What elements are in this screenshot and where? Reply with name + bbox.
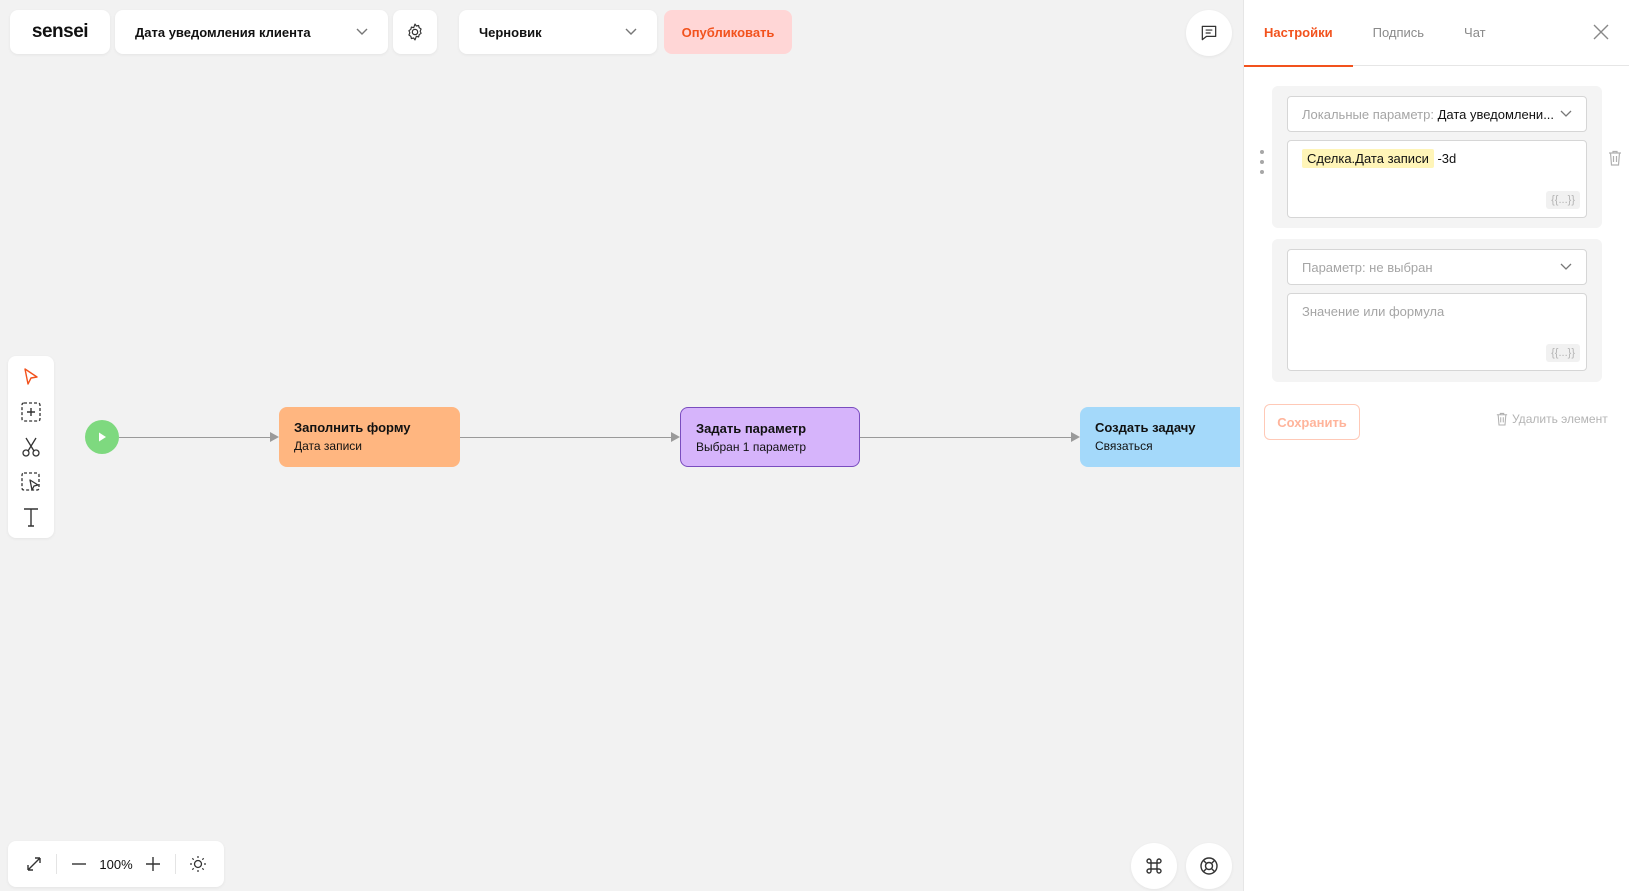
add-frame-icon — [21, 401, 41, 422]
zoom-in-button[interactable] — [139, 849, 167, 879]
node-title: Задать параметр — [696, 421, 807, 436]
formula-text: -3d — [1437, 151, 1457, 166]
expand-icon — [27, 857, 41, 871]
arrow-head — [1071, 432, 1080, 442]
trash-icon — [1496, 412, 1508, 426]
select-tool[interactable] — [16, 364, 46, 389]
minus-icon — [72, 863, 87, 865]
divider — [174, 854, 176, 874]
edge — [119, 437, 270, 438]
text-tool[interactable] — [16, 504, 46, 529]
edge — [860, 437, 1071, 438]
gear-icon — [408, 23, 422, 41]
node-set-parameter[interactable]: Задать параметр Выбран 1 параметр — [680, 407, 860, 467]
play-icon — [99, 432, 106, 442]
node-subtitle: Дата записи — [294, 439, 362, 453]
zoom-out-button[interactable] — [65, 849, 93, 879]
save-button[interactable]: Сохранить — [1264, 404, 1360, 440]
publish-button[interactable]: Опубликовать — [664, 10, 792, 54]
publish-label: Опубликовать — [681, 24, 775, 40]
logo-text: sensei — [31, 21, 89, 42]
parameter-group-1: Локальные параметр: Дата уведомлени... С… — [1272, 86, 1602, 228]
parameter-select[interactable]: Параметр: не выбран — [1287, 249, 1587, 285]
parameter-group-2: Параметр: не выбран Значение или формула… — [1272, 239, 1602, 382]
node-subtitle: Выбран 1 параметр — [696, 440, 807, 454]
node-title: Создать задачу — [1095, 420, 1196, 435]
value-field[interactable]: Значение или формула {{...}} — [1287, 293, 1587, 371]
zoom-level: 100% — [99, 856, 133, 872]
chevron-down-icon — [356, 28, 368, 35]
formula-field[interactable]: Сделка.Дата записи -3d {{...}} — [1287, 140, 1587, 218]
lifebuoy-icon — [1200, 857, 1218, 875]
delete-label: Удалить элемент — [1512, 412, 1608, 426]
plus-icon — [145, 857, 160, 871]
local-parameter-select[interactable]: Локальные параметр: Дата уведомлени... — [1287, 96, 1587, 132]
add-node-tool[interactable] — [16, 399, 46, 424]
zoom-controls: 100% — [8, 841, 224, 887]
process-title-select[interactable]: Дата уведомления клиента — [115, 10, 388, 54]
drag-handle[interactable] — [1259, 150, 1265, 174]
insert-variable-button[interactable]: {{...}} — [1546, 344, 1580, 362]
edge — [460, 437, 671, 438]
insert-variable-button[interactable]: {{...}} — [1546, 191, 1580, 209]
trash-icon[interactable] — [1608, 150, 1622, 166]
status-select[interactable]: Черновик — [459, 10, 657, 54]
tab-settings[interactable]: Настройки — [1244, 0, 1353, 67]
close-icon[interactable] — [1591, 22, 1611, 42]
save-label: Сохранить — [1277, 414, 1347, 430]
tool-palette — [8, 356, 54, 538]
node-fill-form[interactable]: Заполнить форму Дата записи — [279, 407, 460, 467]
panel-tabs: Настройки Подпись Чат — [1244, 0, 1629, 67]
tab-signature[interactable]: Подпись — [1372, 25, 1425, 40]
arrow-head — [671, 432, 680, 442]
settings-button[interactable] — [393, 10, 437, 54]
help-button[interactable] — [1186, 843, 1232, 889]
param-prefix: Локальные параметр: — [1302, 106, 1434, 122]
divider — [56, 854, 58, 874]
status-value: Черновик — [479, 24, 542, 40]
chevron-down-icon — [1560, 110, 1572, 117]
sun-icon — [189, 856, 206, 872]
cursor-icon — [24, 367, 38, 385]
tab-chat[interactable]: Чат — [1464, 25, 1486, 40]
node-create-task[interactable]: Создать задачу Связаться — [1080, 407, 1240, 467]
cut-tool[interactable] — [16, 434, 46, 459]
arrow-head — [270, 432, 279, 442]
formula-variable-tag[interactable]: Сделка.Дата записи — [1302, 149, 1434, 168]
node-subtitle: Связаться — [1095, 439, 1153, 453]
chat-icon — [1201, 25, 1217, 41]
chevron-down-icon — [1560, 263, 1572, 270]
area-select-tool[interactable] — [16, 469, 46, 494]
process-title: Дата уведомления клиента — [135, 24, 311, 40]
parameter-placeholder: Параметр: не выбран — [1302, 259, 1433, 275]
properties-panel: Настройки Подпись Чат Локальные параметр… — [1243, 0, 1629, 891]
node-title: Заполнить форму — [294, 420, 411, 435]
comments-button[interactable] — [1186, 10, 1232, 56]
fit-screen-button[interactable] — [20, 849, 48, 879]
start-node[interactable] — [85, 420, 119, 454]
text-icon — [24, 507, 38, 527]
delete-element-button[interactable]: Удалить элемент — [1496, 412, 1608, 426]
logo: sensei — [10, 10, 110, 54]
theme-toggle[interactable] — [184, 849, 212, 879]
area-select-icon — [21, 471, 40, 491]
scissors-icon — [22, 437, 40, 457]
command-icon — [1146, 858, 1162, 874]
shortcuts-button[interactable] — [1131, 843, 1177, 889]
param-value: Дата уведомлени... — [1437, 106, 1555, 122]
chevron-down-icon — [625, 28, 637, 35]
value-placeholder: Значение или формула — [1302, 304, 1445, 319]
